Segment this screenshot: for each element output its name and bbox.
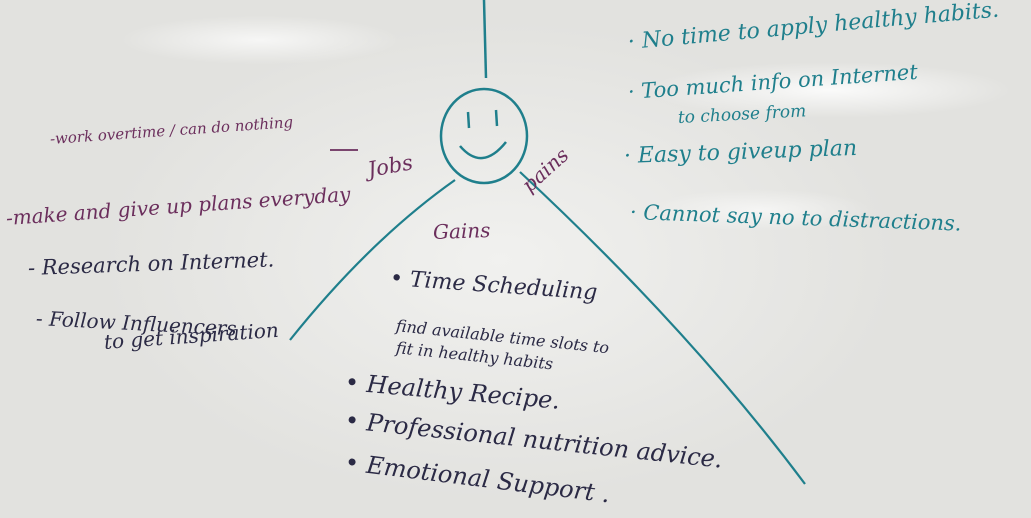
divider-line-top — [482, 0, 488, 79]
smiley-face-icon — [439, 87, 529, 185]
divider-line-left — [289, 179, 456, 341]
divider-line-right — [519, 171, 806, 485]
label-gains: Gains — [432, 218, 491, 244]
